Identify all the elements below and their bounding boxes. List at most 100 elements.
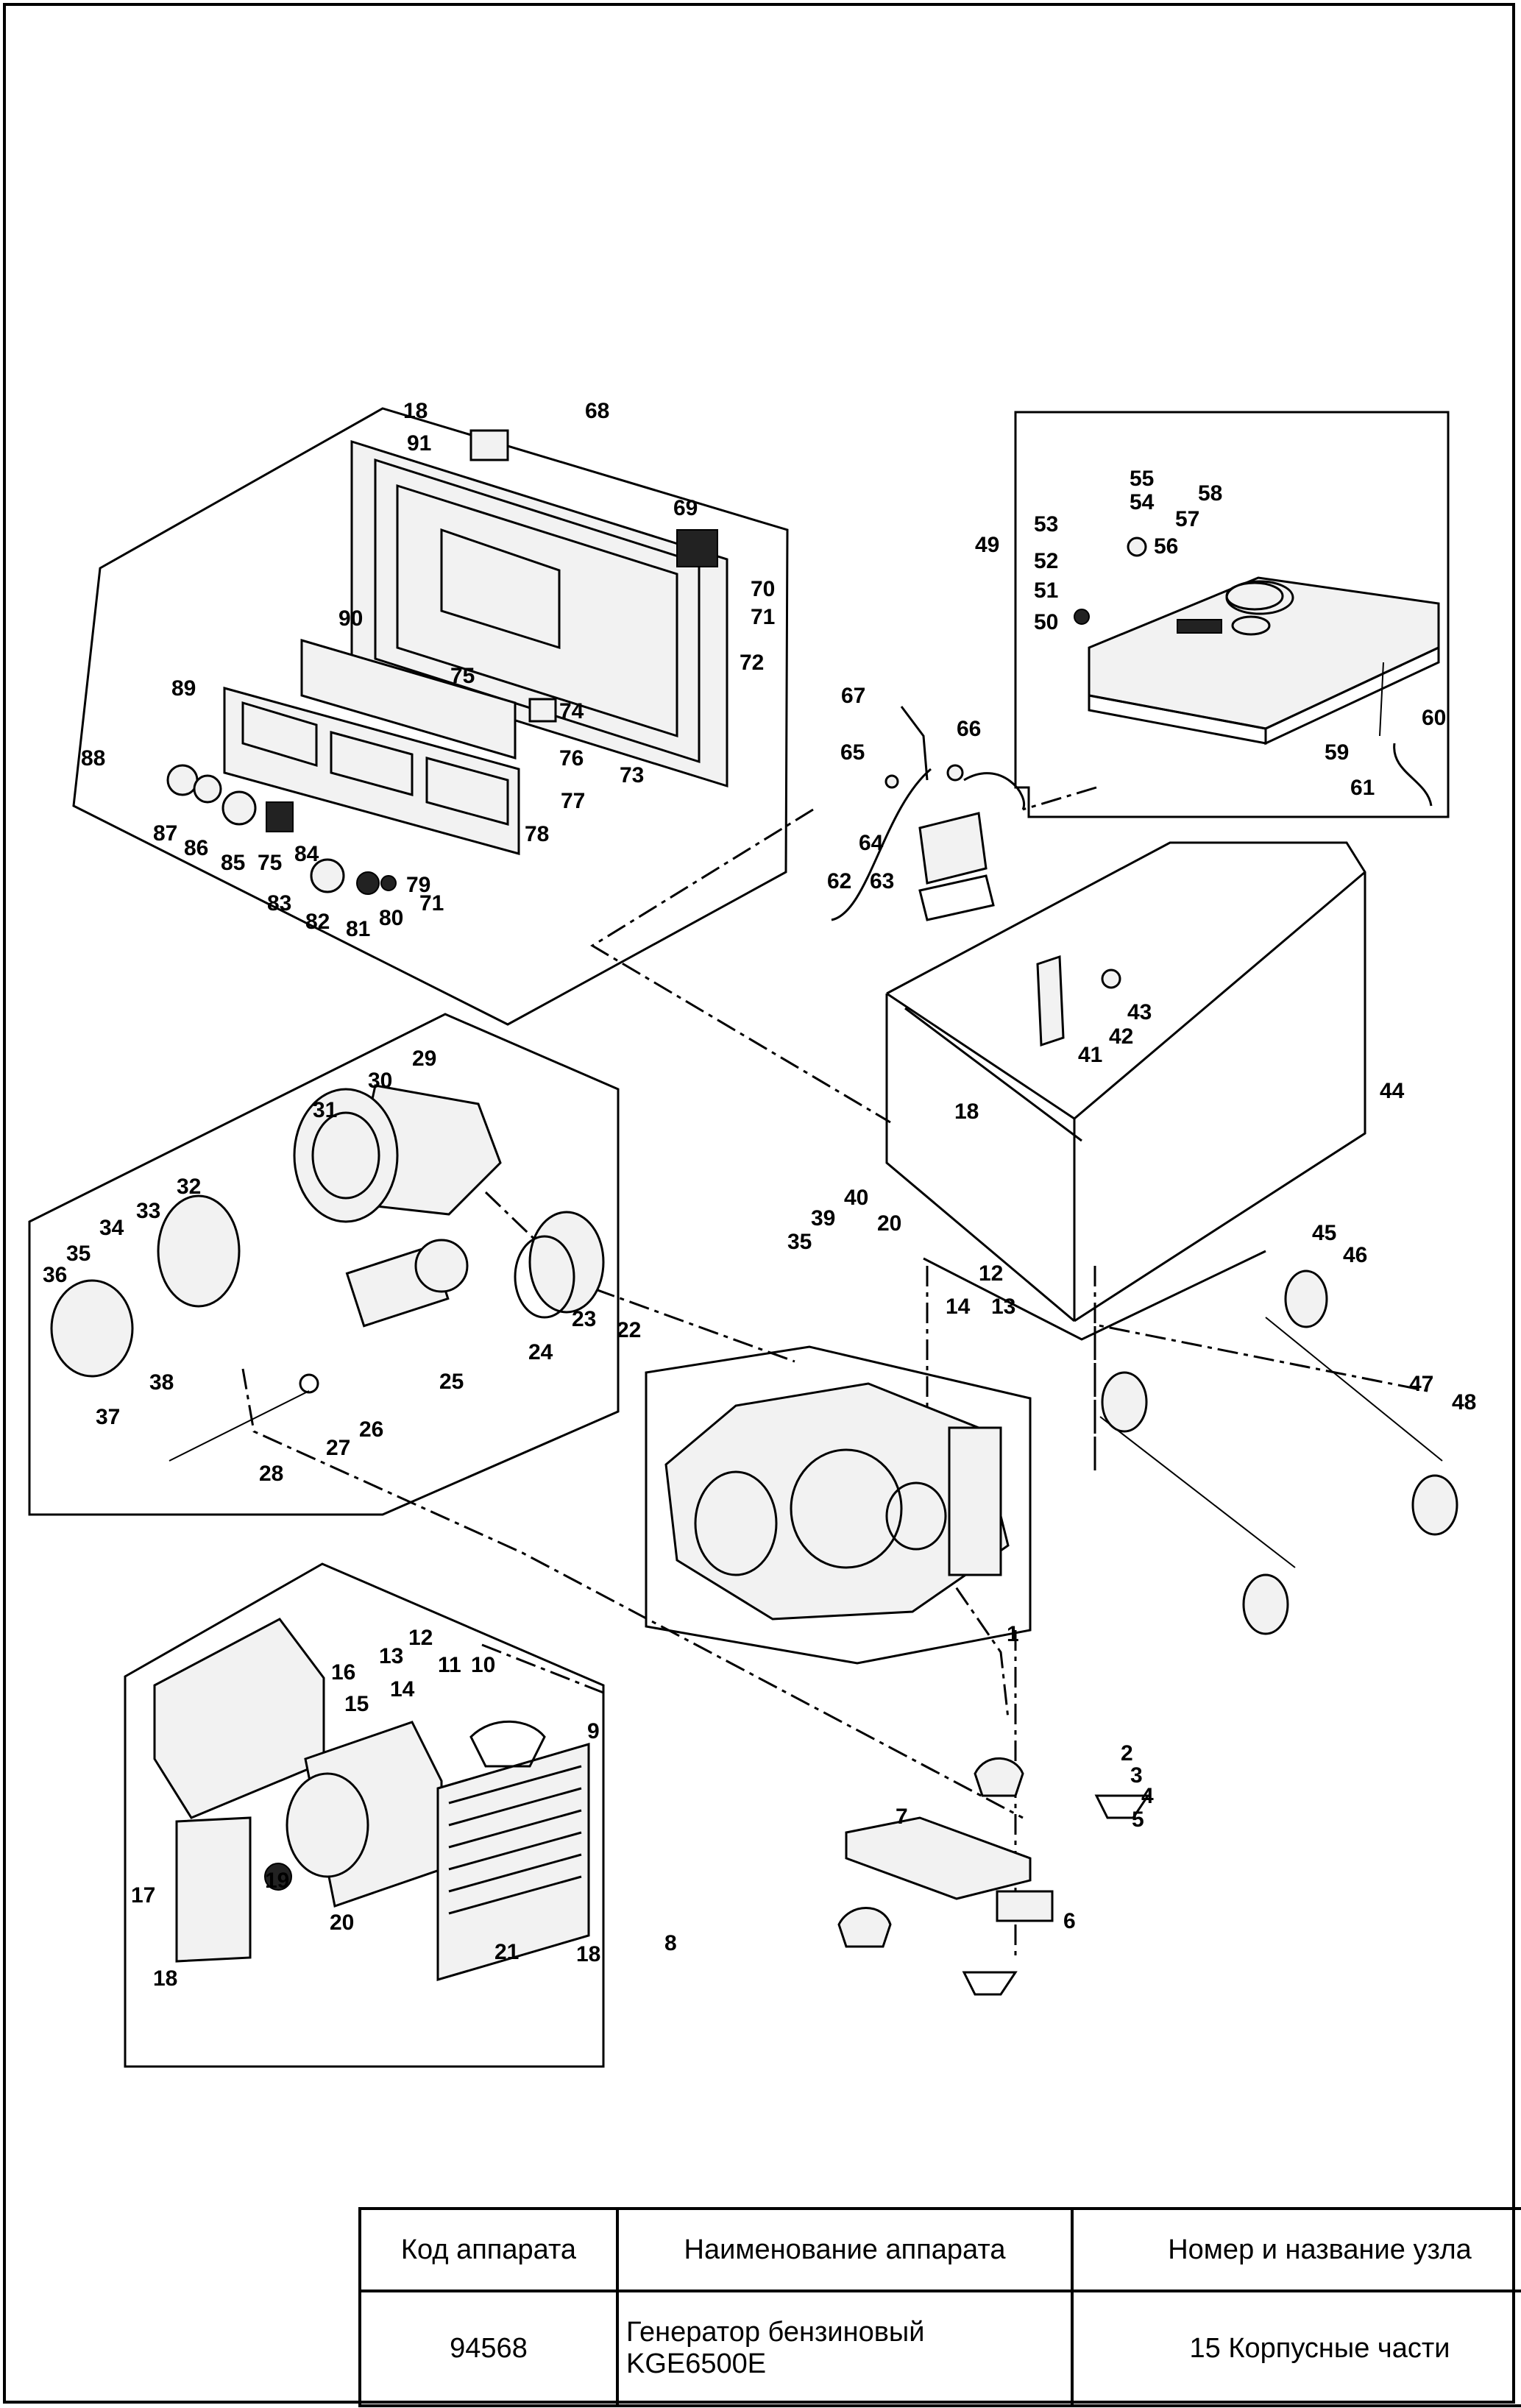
part-label: 41 (1078, 1043, 1102, 1067)
header-unit: Номер и название узла (1071, 2207, 1521, 2292)
part-labels-engine: 1 (1007, 1622, 1019, 1646)
part-labels-frame: 43 42 41 18 44 40 39 35 20 12 14 13 45 4… (787, 1000, 1476, 1414)
part-label: 48 (1452, 1390, 1476, 1414)
part-label: 81 (346, 917, 370, 941)
part-label: 42 (1109, 1024, 1133, 1049)
part-label: 50 (1034, 610, 1058, 634)
part-label: 3 (1130, 1763, 1143, 1788)
part-label: 51 (1034, 578, 1058, 603)
part-labels-battery: 67 66 65 64 62 63 (827, 684, 981, 893)
part-label: 40 (844, 1186, 868, 1210)
part-label: 60 (1422, 706, 1446, 730)
part-label: 43 (1127, 1000, 1152, 1024)
part-label: 22 (617, 1318, 641, 1342)
part-label: 27 (326, 1436, 350, 1460)
part-label: 37 (96, 1405, 120, 1429)
part-label: 56 (1154, 534, 1178, 559)
part-label: 58 (1198, 481, 1222, 506)
part-label: 55 (1130, 467, 1154, 491)
part-label: 14 (946, 1295, 971, 1319)
part-label: 12 (408, 1626, 433, 1650)
part-label: 23 (572, 1307, 596, 1331)
assembly-line-engine-mount (241, 1368, 1024, 1819)
part-label: 79 (406, 873, 430, 897)
part-label: 35 (787, 1230, 812, 1254)
part-label: 20 (330, 1911, 354, 1935)
header-code: Код аппарата (358, 2207, 619, 2292)
part-label: 45 (1312, 1221, 1336, 1245)
part-label: 11 (438, 1653, 461, 1677)
part-label: 75 (258, 851, 282, 875)
part-label: 54 (1130, 490, 1155, 514)
part-label: 87 (153, 821, 177, 846)
part-label: 70 (751, 577, 775, 601)
part-label: 65 (840, 740, 865, 765)
title-block-table: Код аппарата Наименование аппарата Номер… (358, 2207, 1521, 2407)
cell-name-line2: KGE6500E (626, 2348, 767, 2379)
part-label: 21 (494, 1940, 519, 1964)
part-label: 49 (975, 533, 999, 557)
cell-name-line1: Генератор бензиновый (626, 2317, 925, 2348)
part-label: 66 (957, 717, 981, 741)
control-panel-drawing (166, 429, 728, 895)
part-label: 68 (585, 399, 609, 423)
part-label: 64 (859, 831, 884, 855)
part-label: 18 (153, 1966, 177, 1991)
frame-drawing (885, 841, 1366, 1341)
part-label: 76 (559, 746, 584, 771)
assembly-line-tank-frame (1022, 786, 1097, 811)
part-label: 75 (450, 664, 475, 688)
part-label: 6 (1063, 1909, 1076, 1933)
wheels-drawing (1099, 1269, 1458, 1635)
header-name: Наименование аппарата (616, 2207, 1074, 2292)
part-label: 13 (379, 1644, 403, 1668)
part-labels-fuel-tank: 55 54 58 57 53 49 56 52 51 50 60 59 61 (975, 467, 1446, 800)
part-label: 71 (751, 605, 775, 629)
part-label: 16 (331, 1660, 355, 1685)
part-label: 14 (390, 1677, 415, 1701)
part-label: 7 (896, 1805, 908, 1829)
cell-name: Генератор бензиновый KGE6500E (616, 2290, 1074, 2407)
engine-group-outline (645, 1345, 1032, 1665)
part-label: 18 (403, 399, 428, 423)
control-panel-group-outline (72, 407, 789, 1026)
part-label: 35 (66, 1242, 91, 1266)
part-label: 34 (99, 1216, 124, 1240)
part-label: 33 (136, 1199, 160, 1223)
alternator-drawing (50, 1084, 605, 1462)
part-label: 85 (221, 851, 245, 875)
part-label: 88 (81, 746, 105, 771)
part-label: 61 (1350, 776, 1375, 800)
part-labels-top-panel: 18 91 68 69 70 71 72 90 75 89 74 76 73 7… (81, 399, 775, 941)
part-label: 77 (561, 789, 585, 813)
part-label: 36 (43, 1263, 67, 1287)
part-label: 67 (841, 684, 865, 708)
part-labels-alternator: 29 30 31 32 33 34 35 36 38 37 23 24 25 2… (43, 1047, 641, 1486)
mounts-drawing (837, 1757, 1150, 1996)
part-labels-muffler: 12 13 11 10 14 16 15 9 17 19 20 21 18 18… (131, 1626, 677, 1991)
part-label: 8 (664, 1931, 677, 1955)
part-label: 28 (259, 1462, 283, 1486)
assembly-line-alternator-engine (484, 1191, 795, 1363)
part-label: 74 (559, 699, 584, 723)
part-label: 26 (359, 1417, 383, 1442)
engine-drawing (664, 1382, 1010, 1621)
part-label: 52 (1034, 549, 1058, 573)
part-label: 19 (265, 1869, 289, 1893)
part-label: 18 (954, 1099, 979, 1124)
part-label: 2 (1121, 1741, 1133, 1766)
part-label: 1 (1007, 1622, 1019, 1646)
part-label: 62 (827, 869, 851, 893)
part-label: 38 (149, 1370, 174, 1395)
part-label: 80 (379, 906, 403, 930)
part-label: 10 (471, 1653, 495, 1677)
part-label: 15 (344, 1692, 369, 1716)
muffler-group-outline (124, 1562, 605, 2068)
part-label: 25 (439, 1370, 464, 1394)
part-label: 12 (979, 1261, 1003, 1286)
part-label: 90 (338, 606, 363, 631)
part-label: 30 (368, 1069, 392, 1093)
part-label: 32 (177, 1175, 201, 1199)
